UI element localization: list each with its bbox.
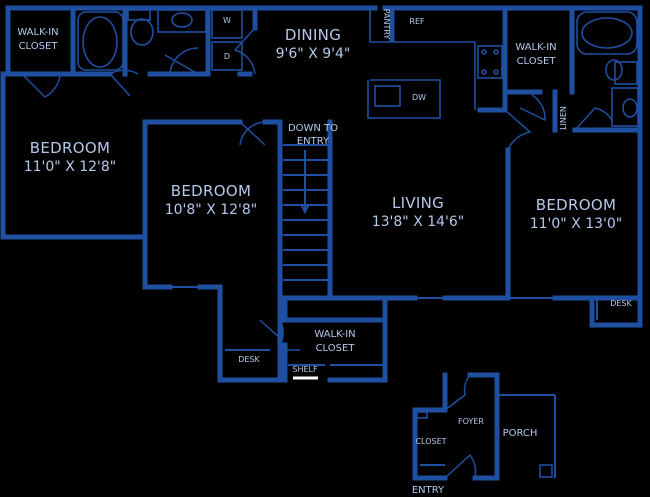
- dryer-label: D: [224, 52, 230, 61]
- bedroom-right-size: 11'0" X 13'0": [530, 216, 623, 232]
- down-to-entry-line2: ENTRY: [297, 136, 330, 147]
- walkin-closet-mid-line1: WALK-IN: [314, 329, 355, 340]
- bedroom-left-name: BEDROOM: [30, 139, 110, 157]
- desk-right-label: DESK: [610, 299, 632, 308]
- walls: [0, 5, 643, 481]
- bedroom-mid-size: 10'8" X 12'8": [165, 202, 258, 218]
- doors: [21, 27, 613, 479]
- pantry-label: PANTRY: [382, 9, 391, 40]
- dining-name: DINING: [285, 26, 341, 44]
- walkin-closet-tr-line1: WALK-IN: [515, 42, 556, 53]
- ref-label: REF: [409, 17, 425, 26]
- dw-label: DW: [412, 93, 426, 102]
- dining-size: 9'6" X 9'4": [276, 46, 351, 62]
- entry-label: ENTRY: [412, 485, 445, 496]
- washer-label: W: [223, 16, 231, 25]
- bedroom-left-size: 11'0" X 12'8": [24, 159, 117, 175]
- shelf-label: SHELF: [292, 365, 318, 374]
- bedroom-mid-name: BEDROOM: [171, 182, 251, 200]
- porch-label: PORCH: [503, 428, 538, 439]
- fixtures: [2, 8, 639, 478]
- living-name: LIVING: [392, 194, 444, 212]
- linen-label: LINEN: [559, 106, 568, 130]
- living-size: 13'8" X 14'6": [372, 214, 465, 230]
- walkin-closet-tr-line2: CLOSET: [517, 56, 557, 67]
- foyer-label: FOYER: [458, 417, 484, 426]
- down-to-entry-line1: DOWN TO: [288, 123, 338, 134]
- stairs: [283, 144, 328, 281]
- bedroom-right-name: BEDROOM: [536, 196, 616, 214]
- walkin-closet-tl-line2: CLOSET: [19, 41, 59, 52]
- labels: WALK-IN CLOSET W D DINING 9'6" X 9'4" PA…: [17, 9, 632, 496]
- walkin-closet-tl-line1: WALK-IN: [17, 27, 58, 38]
- desk-mid-label: DESK: [238, 355, 260, 364]
- closet-entry-label: CLOSET: [415, 437, 446, 446]
- walkin-closet-mid-line2: CLOSET: [316, 343, 356, 354]
